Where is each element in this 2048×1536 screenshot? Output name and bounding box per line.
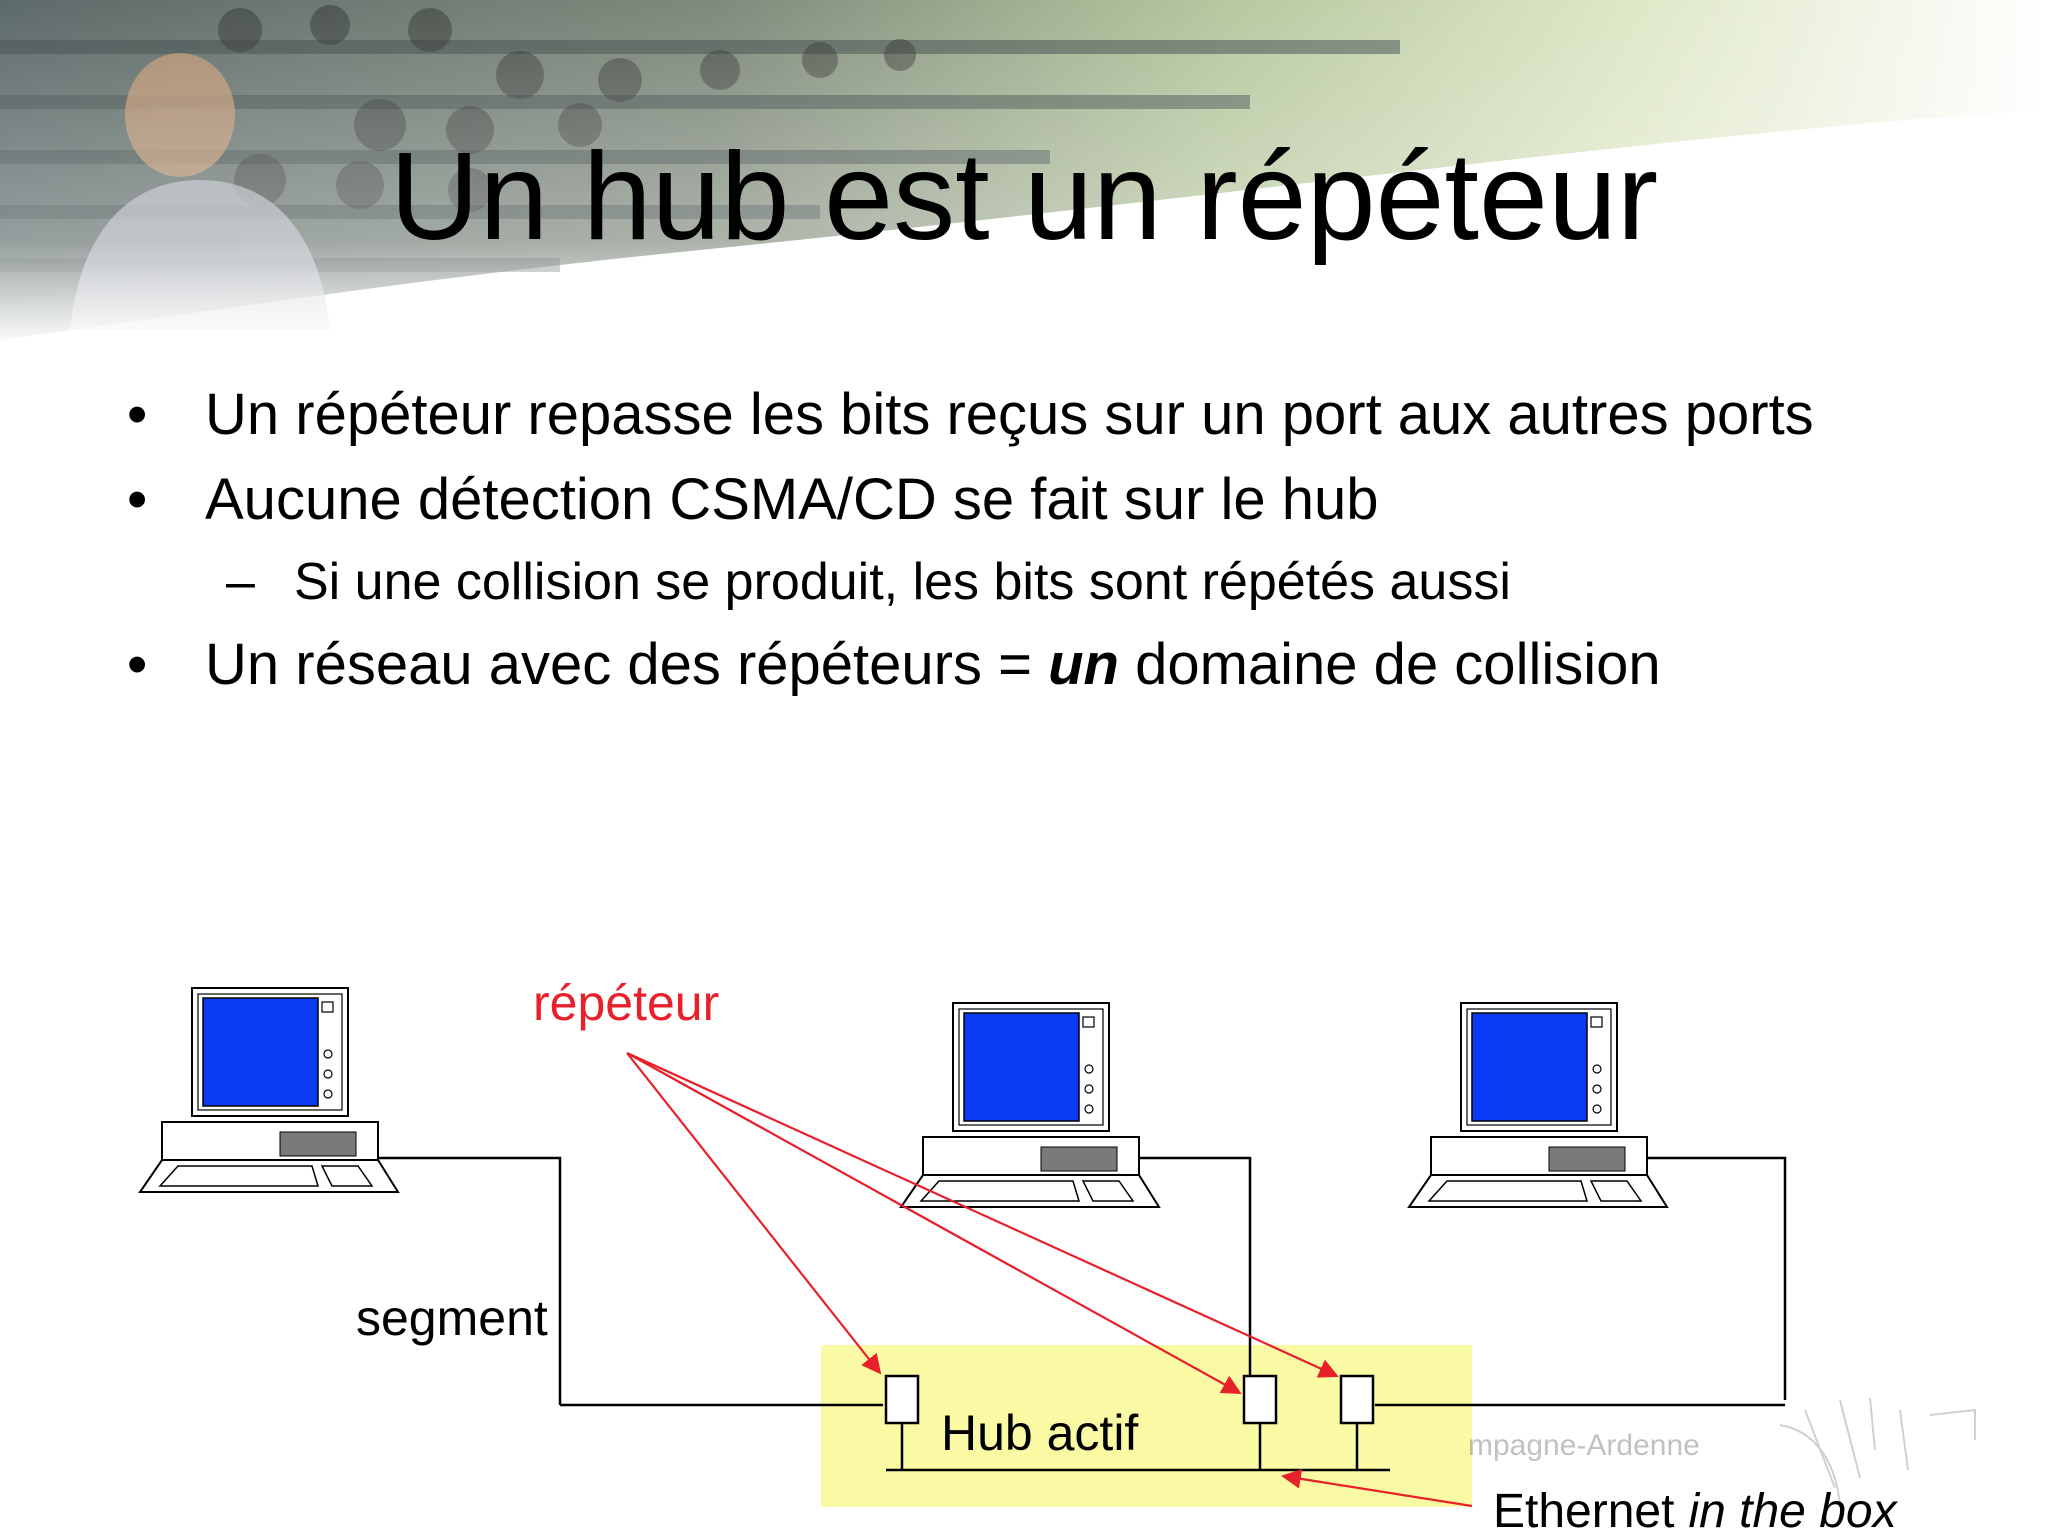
- ethernet-label-text: Ethernet: [1493, 1485, 1674, 1536]
- repeater-port-1: [884, 1374, 920, 1425]
- segment-label: segment: [356, 1290, 548, 1346]
- ethernet-label-italic: in the box: [1688, 1485, 1898, 1536]
- bullet-text: Si une collision se produit, les bits so…: [294, 553, 1511, 611]
- bullet-text: Aucune détection CSMA/CD se fait sur le …: [205, 467, 1379, 532]
- bullet-marker: •: [127, 467, 148, 532]
- watermark-logo: mpagne-Ardenne: [1468, 1397, 1976, 1506]
- sub-bullet-item: – Si une collision se produit, les bits …: [226, 553, 1511, 611]
- cable-left: [378, 1156, 562, 1405]
- computer-left: [139, 987, 399, 1193]
- bullet-text-after: domaine de collision: [1118, 632, 1661, 697]
- bullet-text-before: Un réseau avec des répéteurs =: [205, 632, 1049, 697]
- slide-title: Un hub est un répéteur: [389, 128, 1659, 266]
- ethernet-label: Ethernet in the box: [1493, 1485, 1899, 1536]
- hub-box: [821, 1345, 1472, 1507]
- bullet-marker: –: [226, 553, 255, 611]
- repeater-arrows: [626, 1051, 1473, 1508]
- repeater-label: répéteur: [533, 975, 719, 1031]
- computer-middle: [900, 1002, 1160, 1208]
- bullet-text: Un répéteur repasse les bits reçus sur u…: [205, 382, 1814, 447]
- bullet-item: • Un répéteur repasse les bits reçus sur…: [127, 386, 1814, 444]
- bullet-emphasis: un: [1048, 632, 1119, 697]
- cabling: [378, 1156, 1787, 1472]
- arrow-to-port-2: [626, 1052, 1242, 1394]
- cable-middle: [1139, 1156, 1252, 1378]
- computer-right: [1408, 1002, 1668, 1208]
- bullet-item: • Un réseau avec des répéteurs = un doma…: [127, 636, 1661, 694]
- arrow-to-bus: [1281, 1469, 1473, 1508]
- cable-right: [1647, 1156, 1787, 1400]
- bullet-item: • Aucune détection CSMA/CD se fait sur l…: [127, 471, 1378, 529]
- bullet-marker: •: [127, 632, 148, 697]
- arrow-to-port-3: [626, 1051, 1339, 1378]
- hub-label: Hub actif: [941, 1405, 1138, 1461]
- repeater-port-3: [1339, 1374, 1375, 1425]
- header-photo: [0, 0, 2048, 345]
- watermark-text: mpagne-Ardenne: [1468, 1429, 1700, 1462]
- repeater-port-2: [1242, 1374, 1278, 1425]
- arrow-to-port-1: [626, 1052, 882, 1375]
- bullet-marker: •: [127, 382, 148, 447]
